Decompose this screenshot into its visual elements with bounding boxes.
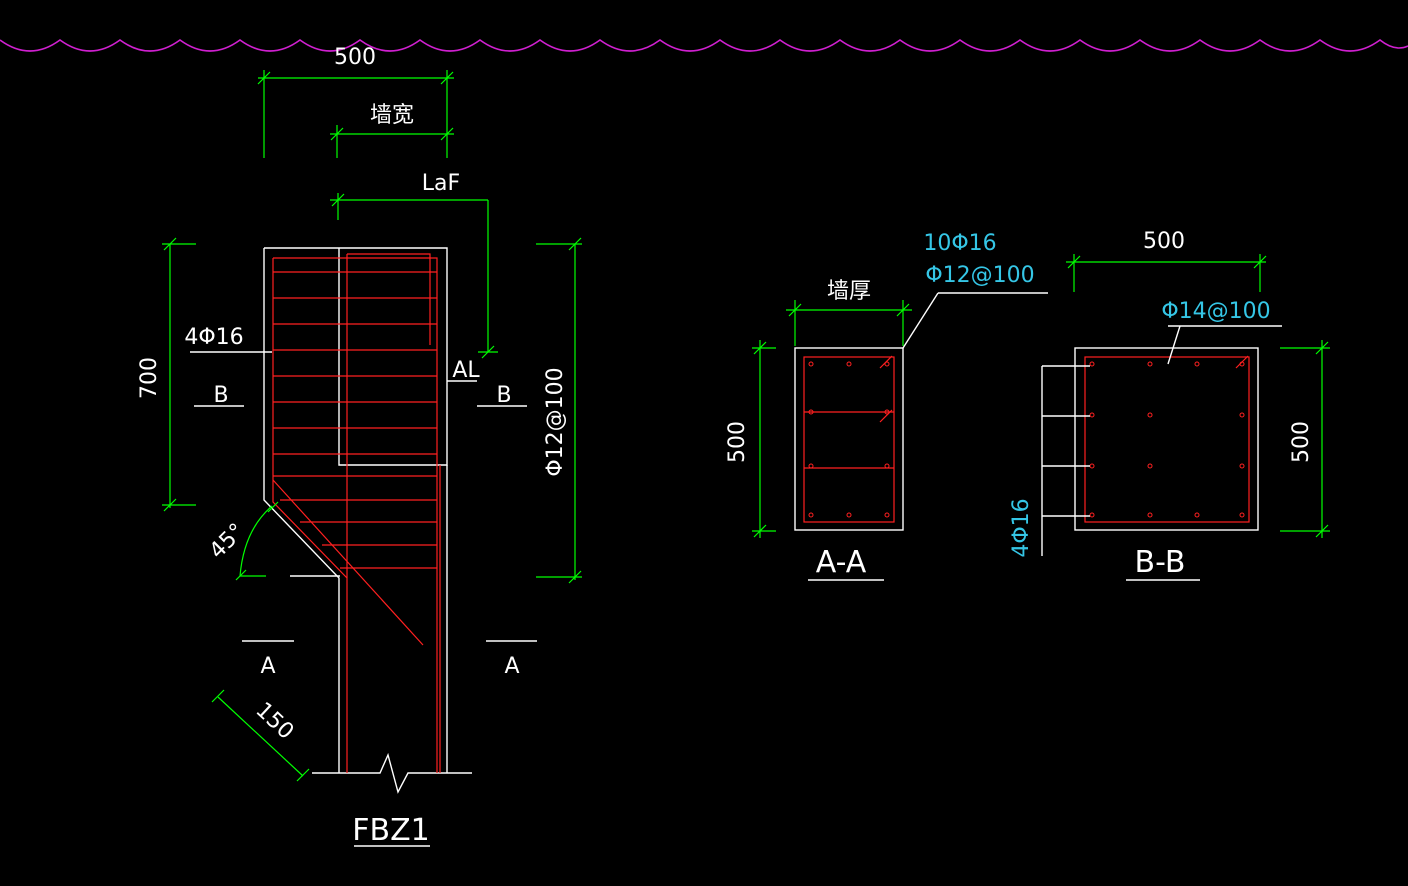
bb-rebar-side-label: 4Φ16 bbox=[1009, 498, 1034, 557]
cut-a-left: A bbox=[260, 654, 275, 679]
dim-diag-label: 150 bbox=[251, 698, 299, 745]
aa-rebar-main-label: 10Φ16 bbox=[923, 231, 996, 256]
bb-dim-height-label: 500 bbox=[1289, 421, 1314, 463]
dim-right-stirrup-label: Φ12@100 bbox=[543, 367, 568, 476]
dim-wall-width-label: 墙宽 bbox=[370, 103, 414, 128]
dim-anchor-label: LaF bbox=[422, 171, 460, 196]
elevation-stirrups bbox=[273, 271, 437, 569]
label-al: AL bbox=[452, 358, 480, 383]
cut-a-right: A bbox=[504, 654, 519, 679]
bb-dim-width-label: 500 bbox=[1143, 229, 1185, 254]
section-aa: 墙厚 500 10Φ16 Φ12@100 A-A bbox=[725, 231, 1048, 581]
fbz1-elevation: 500 墙宽 LaF 700 Φ12@100 bbox=[137, 45, 582, 848]
bb-title: B-B bbox=[1135, 545, 1186, 580]
aa-dim-width-label: 墙厚 bbox=[827, 279, 871, 304]
section-bb: 500 500 Φ14@100 bbox=[1009, 229, 1330, 581]
cut-b-left: B bbox=[213, 383, 228, 408]
revision-cloud bbox=[0, 38, 1408, 52]
dim-left-height-label: 700 bbox=[137, 357, 162, 399]
rebar-left-label: 4Φ16 bbox=[184, 325, 243, 350]
bb-rebar-stirrup-label: Φ14@100 bbox=[1161, 299, 1270, 324]
elevation-title: FBZ1 bbox=[352, 813, 429, 848]
aa-rebar-stirrup-label: Φ12@100 bbox=[925, 263, 1034, 288]
aa-dim-height-label: 500 bbox=[725, 421, 750, 463]
dim-top-width-label: 500 bbox=[334, 45, 376, 70]
aa-title: A-A bbox=[816, 545, 867, 580]
cut-b-right: B bbox=[496, 383, 511, 408]
